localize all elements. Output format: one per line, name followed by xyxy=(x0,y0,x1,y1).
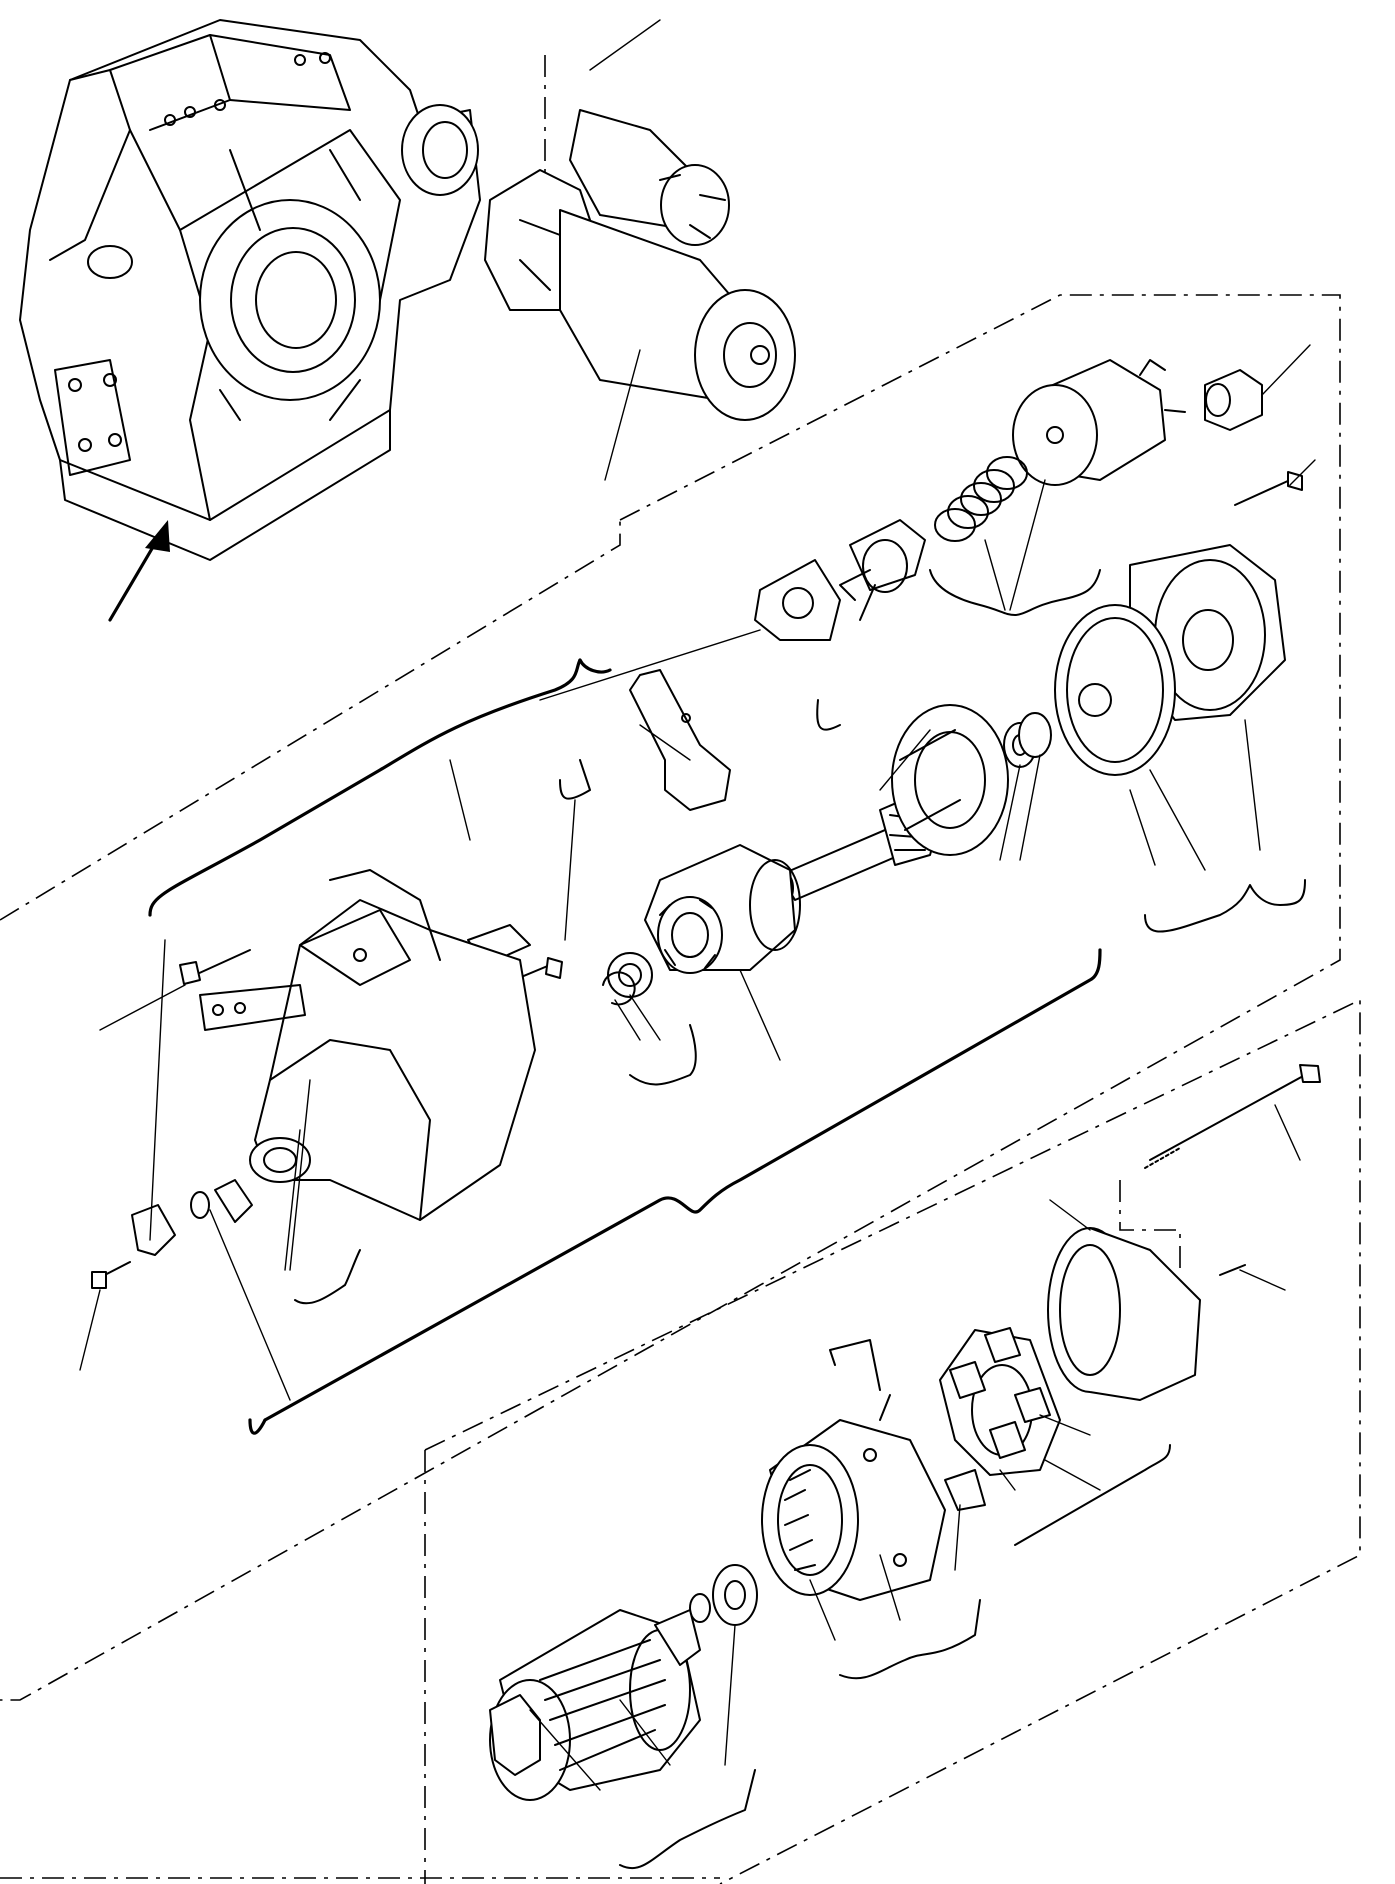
screw-front-left xyxy=(194,949,251,976)
starter-assembly xyxy=(484,109,796,421)
through-bolt xyxy=(1149,1074,1306,1161)
cover-screw xyxy=(1219,1264,1246,1276)
return-spring xyxy=(934,456,1028,542)
grouping-braces xyxy=(148,569,1306,1870)
view-direction-arrow xyxy=(108,533,162,622)
shift-lever xyxy=(629,669,731,811)
boundary-upper-left xyxy=(0,520,621,921)
washer-front xyxy=(190,1191,210,1219)
boundary-lower xyxy=(424,998,1361,1884)
group-boundaries xyxy=(0,55,1361,1884)
washer-b xyxy=(1018,712,1052,758)
boundary-upper xyxy=(0,294,1341,1701)
bearing-plate xyxy=(131,1204,176,1256)
plunger xyxy=(849,519,926,591)
through-bolt-guide xyxy=(1119,1180,1181,1270)
view-direction-arrowhead xyxy=(145,520,170,552)
packing-plate xyxy=(754,559,841,641)
exploded-upper-group xyxy=(91,359,1303,1289)
bushing xyxy=(214,1179,253,1223)
solenoid-end xyxy=(1012,384,1098,486)
exploded-lower-group xyxy=(489,1064,1321,1801)
screw-upper xyxy=(1234,479,1291,506)
solenoid-cap xyxy=(1204,369,1263,431)
reduction-gear-disc xyxy=(891,704,1009,856)
washer-lower xyxy=(689,1593,711,1623)
commutator-gear xyxy=(489,1694,541,1776)
leader-lines xyxy=(79,19,1316,1791)
snap-ring xyxy=(602,971,636,1006)
flywheel-housing xyxy=(19,19,481,561)
bearing-lower xyxy=(712,1564,758,1626)
gasket xyxy=(1054,604,1176,776)
bearing-small xyxy=(607,952,653,998)
